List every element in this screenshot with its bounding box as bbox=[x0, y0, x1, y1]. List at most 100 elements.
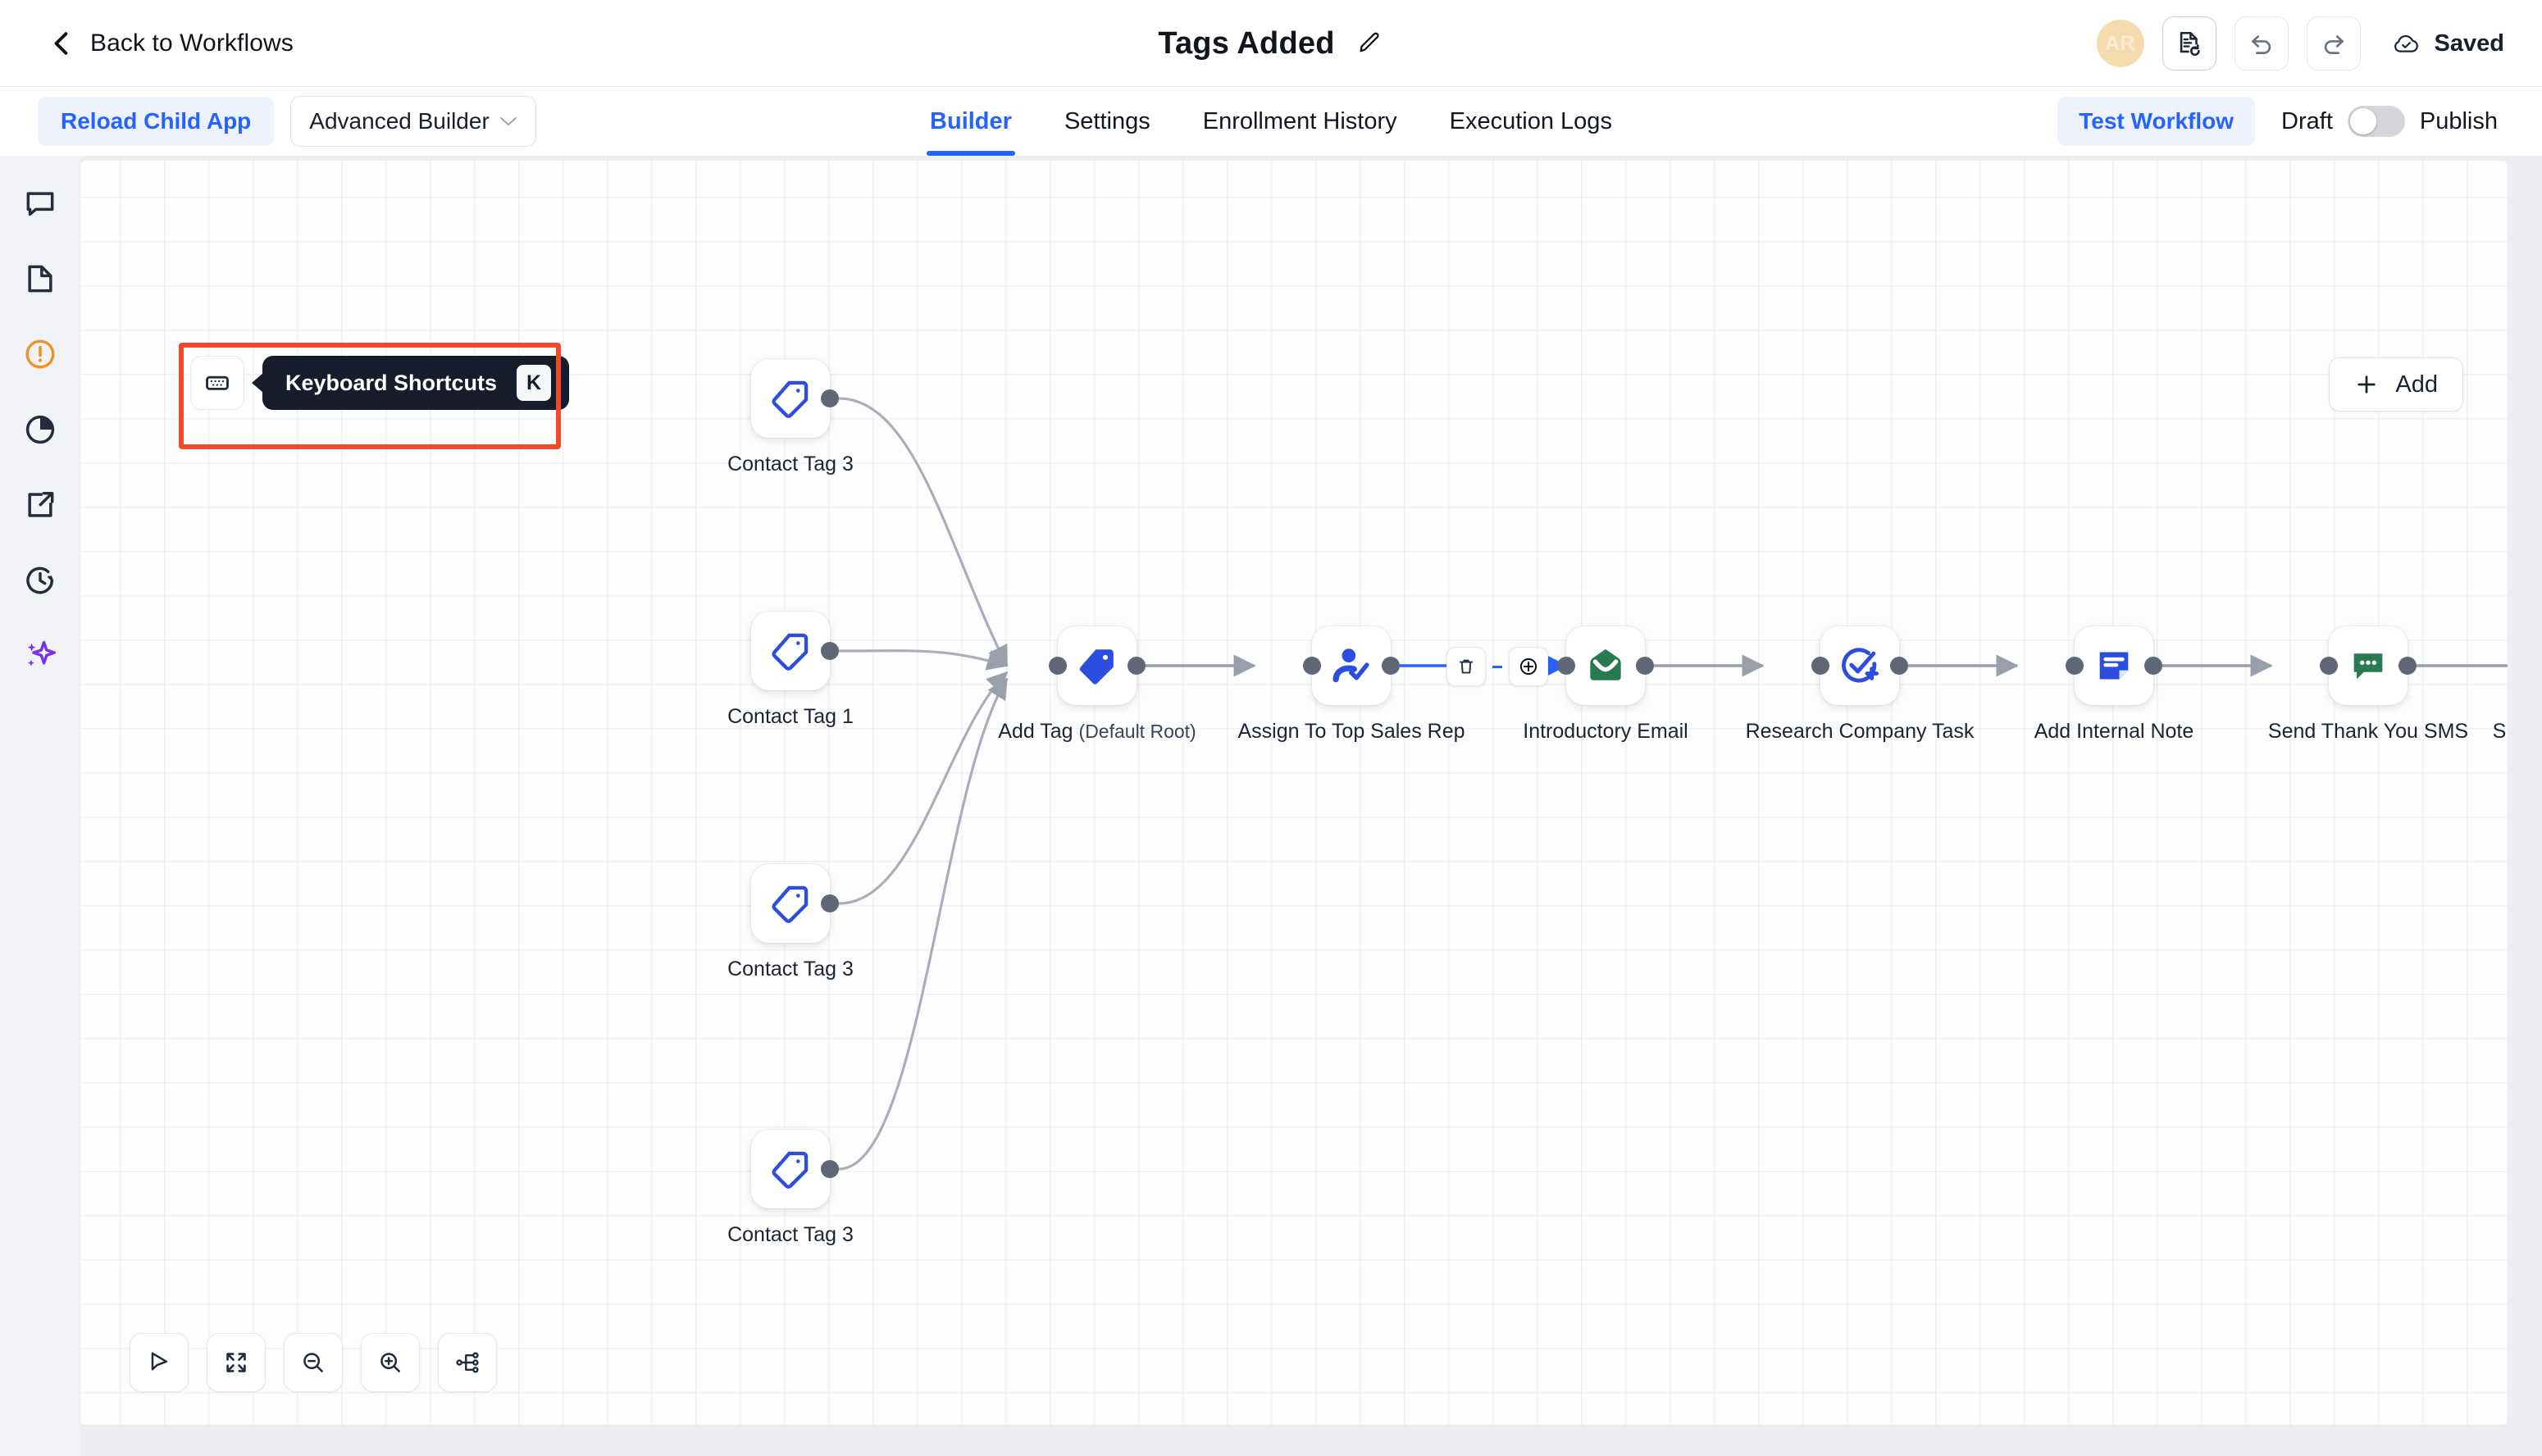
node-input-handle[interactable] bbox=[1049, 657, 1067, 675]
main-tabs: Builder Settings Enrollment History Exec… bbox=[0, 87, 2542, 156]
node-label-add-tag-sub: (Default Root) bbox=[1078, 721, 1196, 742]
chevron-left-icon bbox=[54, 31, 68, 55]
node-output-handle[interactable] bbox=[821, 1160, 839, 1178]
node-label-send-thank-you-sms: Send Thank You SMS bbox=[2267, 720, 2469, 743]
file-icon[interactable] bbox=[16, 254, 65, 303]
document-version-icon[interactable] bbox=[2162, 16, 2216, 71]
node-contact-tag-3-a[interactable] bbox=[751, 359, 839, 438]
node-label-add-tag-main: Add Tag bbox=[998, 720, 1073, 743]
draft-label: Draft bbox=[2281, 107, 2333, 134]
node-contact-tag-3-b[interactable] bbox=[751, 864, 839, 943]
toggle-knob bbox=[2349, 108, 2376, 134]
node-label-add-tag: Add Tag (Default Root) bbox=[998, 720, 1196, 744]
node-output-handle[interactable] bbox=[2398, 657, 2417, 675]
tab-execution-logs[interactable]: Execution Logs bbox=[1449, 107, 1612, 134]
node-output-handle[interactable] bbox=[1890, 657, 1908, 675]
tab-settings[interactable]: Settings bbox=[1064, 107, 1150, 134]
sms-bubble-icon bbox=[2353, 653, 2383, 680]
builder-mode-select[interactable]: Advanced Builder bbox=[290, 96, 537, 147]
ai-sparkle-icon[interactable] bbox=[16, 631, 65, 680]
builder-mode-value: Advanced Builder bbox=[309, 108, 490, 134]
external-link-icon[interactable] bbox=[16, 480, 65, 530]
node-send-thank-you-sms[interactable] bbox=[2320, 626, 2417, 705]
node-label-research-company-task: Research Company Task bbox=[1745, 720, 1975, 743]
tag-outline-icon bbox=[772, 380, 809, 418]
node-add-tag[interactable] bbox=[1049, 626, 1146, 705]
node-input-handle[interactable] bbox=[1303, 657, 1321, 675]
user-check-icon bbox=[1332, 648, 1369, 683]
tag-solid-icon bbox=[1079, 649, 1114, 685]
keyboard-shortcut-key: K bbox=[517, 365, 552, 401]
subbar-actions: Test Workflow Draft Publish bbox=[2057, 87, 2498, 156]
node-introductory-email[interactable] bbox=[1557, 626, 1654, 705]
node-label-clipped-next: S bbox=[2492, 720, 2507, 743]
node-research-company-task[interactable] bbox=[1811, 626, 1908, 705]
auto-layout-tree-icon[interactable] bbox=[438, 1333, 497, 1392]
publish-toggle-group: Draft Publish bbox=[2281, 106, 2498, 137]
plus-icon bbox=[2358, 375, 2376, 394]
tab-enrollment-history[interactable]: Enrollment History bbox=[1202, 107, 1397, 134]
insert-node-button[interactable] bbox=[1509, 647, 1548, 686]
node-input-handle[interactable] bbox=[1557, 657, 1575, 675]
alert-circle-icon[interactable] bbox=[16, 330, 65, 379]
avatar[interactable]: AR bbox=[2096, 20, 2144, 67]
back-to-workflows-label: Back to Workflows bbox=[90, 29, 294, 57]
history-clock-icon[interactable] bbox=[16, 556, 65, 605]
reload-child-app-button[interactable]: Reload Child App bbox=[38, 97, 275, 146]
canvas-bottom-toolbar bbox=[130, 1333, 497, 1392]
edge-tag3b-addtag bbox=[838, 671, 1009, 905]
node-input-handle[interactable] bbox=[2066, 657, 2084, 675]
edge-connector-dash bbox=[1492, 665, 1502, 668]
node-output-handle[interactable] bbox=[821, 389, 839, 407]
node-output-handle[interactable] bbox=[821, 894, 839, 912]
note-icon bbox=[2099, 652, 2129, 680]
undo-button[interactable] bbox=[2234, 16, 2289, 71]
left-icon-sidebar bbox=[0, 156, 80, 1456]
edge-tag3c-addtag bbox=[838, 677, 1009, 1171]
comment-icon[interactable] bbox=[16, 179, 65, 228]
test-workflow-button[interactable]: Test Workflow bbox=[2057, 97, 2256, 146]
top-header-bar: Back to Workflows Tags Added AR bbox=[0, 0, 2542, 87]
node-label-contact-tag-3-c: Contact Tag 3 bbox=[727, 1223, 854, 1246]
node-output-handle[interactable] bbox=[1128, 657, 1146, 675]
node-contact-tag-3-c[interactable] bbox=[751, 1130, 839, 1208]
node-label-contact-tag-3-a: Contact Tag 3 bbox=[727, 453, 854, 475]
pencil-icon[interactable] bbox=[1356, 30, 1384, 57]
node-assign-top-sales-rep[interactable] bbox=[1303, 626, 1400, 705]
keyboard-shortcuts-button[interactable] bbox=[190, 356, 244, 410]
node-input-handle[interactable] bbox=[2320, 657, 2338, 675]
node-output-handle[interactable] bbox=[1382, 657, 1400, 675]
redo-button[interactable] bbox=[2306, 16, 2361, 71]
node-label-contact-tag-1: Contact Tag 1 bbox=[727, 705, 854, 728]
tab-builder[interactable]: Builder bbox=[904, 87, 1038, 156]
node-contact-tag-1[interactable] bbox=[751, 612, 839, 690]
node-label-introductory-email: Introductory Email bbox=[1523, 720, 1688, 743]
cursor-pointer-icon[interactable] bbox=[130, 1333, 189, 1392]
delete-edge-button[interactable] bbox=[1446, 647, 1486, 686]
keyboard-shortcuts-tooltip: Keyboard Shortcuts K bbox=[251, 356, 570, 410]
add-node-button[interactable]: Add bbox=[2329, 357, 2463, 412]
save-status: Saved bbox=[2392, 30, 2504, 57]
workflow-canvas[interactable]: Contact Tag 3 Contact Tag 1 Contact Tag … bbox=[80, 161, 2508, 1425]
pie-chart-icon[interactable] bbox=[16, 405, 65, 454]
node-output-handle[interactable] bbox=[1636, 657, 1654, 675]
edge-layer bbox=[838, 397, 2508, 1171]
node-label-assign-top-sales-rep: Assign To Top Sales Rep bbox=[1237, 720, 1465, 743]
tag-outline-icon bbox=[772, 633, 809, 671]
node-label-contact-tag-3-b: Contact Tag 3 bbox=[727, 958, 854, 981]
zoom-out-icon[interactable] bbox=[284, 1333, 343, 1392]
back-to-workflows-button[interactable]: Back to Workflows bbox=[51, 30, 294, 57]
node-label-add-internal-note: Add Internal Note bbox=[2034, 720, 2194, 743]
fit-view-icon[interactable] bbox=[207, 1333, 266, 1392]
zoom-in-icon[interactable] bbox=[361, 1333, 420, 1392]
cloud-check-icon bbox=[2394, 34, 2418, 52]
node-output-handle[interactable] bbox=[2144, 657, 2162, 675]
keyboard-shortcuts-tooltip-label: Keyboard Shortcuts bbox=[285, 370, 498, 395]
publish-toggle[interactable] bbox=[2347, 106, 2405, 137]
node-input-handle[interactable] bbox=[1811, 657, 1829, 675]
node-add-internal-note[interactable] bbox=[2066, 626, 2162, 705]
node-output-handle[interactable] bbox=[821, 642, 839, 660]
chevron-down-icon bbox=[500, 117, 517, 125]
edge-inline-toolbar bbox=[1446, 647, 1548, 686]
tag-outline-icon bbox=[772, 1151, 809, 1189]
